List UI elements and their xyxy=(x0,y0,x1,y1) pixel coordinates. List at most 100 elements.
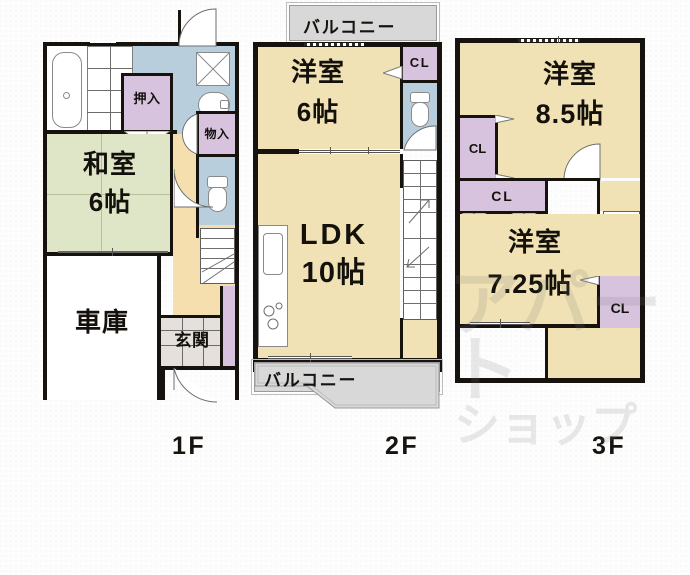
garage-label: 車庫 xyxy=(74,307,130,338)
kitchen-sink xyxy=(263,233,283,275)
stair2f-direction-arrows xyxy=(406,199,430,268)
wall-garage-right xyxy=(157,256,161,400)
wall-3f-left xyxy=(455,38,460,383)
washitsu-size: 6帖 xyxy=(88,187,132,218)
wall-1f-entry-left xyxy=(161,370,165,400)
sliding-rail-2f-tick-1 xyxy=(330,147,331,156)
wall-cl3fb-bottom xyxy=(455,211,548,214)
window-3f-north xyxy=(518,39,580,42)
bathtub-drain xyxy=(63,92,70,99)
wall-monoire-bottom xyxy=(196,154,235,157)
sliding-rail-washitsu xyxy=(58,251,168,253)
window-2f-north xyxy=(304,43,364,46)
room-genkan xyxy=(161,318,223,366)
stair-tread-3 xyxy=(200,258,235,259)
room-yoshitsu-725-main xyxy=(460,214,597,324)
room-yoshitsu-6 xyxy=(258,47,400,149)
sliding-rail-2f xyxy=(299,150,400,153)
yoshitsu725-size: 7.25帖 xyxy=(487,268,573,299)
wall-2f-right xyxy=(437,42,442,372)
floor-caption-1f: 1F xyxy=(172,432,207,460)
stair-tread-2 xyxy=(200,248,235,249)
sliding-rail-tick xyxy=(112,248,113,256)
stair-1f xyxy=(200,228,235,284)
oshiire-label: 押入 xyxy=(133,91,161,107)
stair-winder-lines xyxy=(201,253,235,285)
balcony-north-label: バルコニー xyxy=(303,18,397,37)
wall-3f-alcove-left xyxy=(545,324,548,380)
washitsu-label: 和室 xyxy=(82,149,138,180)
tatami-seam-v1 xyxy=(101,134,102,194)
wall-1f-left xyxy=(43,42,47,400)
wall-oshiire-top xyxy=(121,73,173,76)
vanity-faucet xyxy=(220,100,229,109)
wall-1f-top-entry-jamb xyxy=(178,10,181,44)
yoshitsu6-label: 洋室 xyxy=(290,57,346,88)
window-3f-south-tick xyxy=(500,319,501,328)
wall-cl3fa-top xyxy=(460,115,498,118)
door-swing-top-1f xyxy=(178,8,217,47)
genkan-tile-3 xyxy=(182,318,183,366)
washer-cross-icon xyxy=(196,52,230,86)
wall-cl2f-bottom xyxy=(400,80,442,83)
wall-genkan-top xyxy=(161,315,223,318)
wall-cl3fc-left xyxy=(597,276,600,344)
wall-cl2f-left xyxy=(400,47,403,80)
toilet-tank xyxy=(207,176,228,188)
window-3f-tick xyxy=(558,36,559,45)
wall-oshiire-left xyxy=(121,73,124,133)
genkan-tile-2 xyxy=(161,345,223,346)
wall-2f-left xyxy=(253,42,258,372)
stair-landing-2f xyxy=(403,320,437,358)
wall-oshiire-right xyxy=(170,73,173,133)
genkan-tile-4 xyxy=(203,318,204,366)
stair-tread-1 xyxy=(200,238,235,239)
floor-caption-2f: 2F xyxy=(385,432,420,460)
tatami-seam-h xyxy=(47,194,173,195)
wall-toilet-left xyxy=(196,157,199,227)
shoe-cabinet xyxy=(223,286,235,366)
balcony-door-tick xyxy=(310,353,311,362)
closet-monoire xyxy=(199,114,235,154)
wall-toilet2f-left xyxy=(400,83,403,149)
closet-3f-a-ptr-top xyxy=(495,115,515,123)
stair-tread-4 xyxy=(200,268,235,269)
wall-cl3fa-right xyxy=(495,115,498,181)
wall-genkan-bottom xyxy=(161,366,239,370)
genkan-label: 玄関 xyxy=(174,331,210,351)
wall-3f-right xyxy=(640,38,645,383)
bathtub xyxy=(52,52,82,128)
monoire-label: 物入 xyxy=(204,126,230,141)
closet-3f-b-label: CL xyxy=(491,187,514,204)
closet-2f-label: CL xyxy=(409,55,431,71)
wall-1f-right xyxy=(235,42,239,400)
closet-oshiire xyxy=(124,76,170,130)
wall-1f-top xyxy=(43,42,239,46)
balcony-south-label: バルコニー xyxy=(264,371,358,390)
genkan-tile-1 xyxy=(161,330,223,331)
closet-3f-b xyxy=(460,181,545,211)
bath-tile-line-4 xyxy=(110,46,111,134)
ldk-size: 10帖 xyxy=(301,256,367,289)
closet-3f-c-label: CL xyxy=(610,300,630,317)
closet-2f xyxy=(403,47,437,80)
balcony-south-shape xyxy=(254,362,440,409)
yoshitsu85-label: 洋室 xyxy=(542,59,598,90)
floor-caption-3f: 3F xyxy=(592,432,627,460)
wall-3f-mid-bottom xyxy=(455,324,600,328)
wall-cl3fb-right xyxy=(545,178,548,214)
wall-stair-jamb xyxy=(196,226,199,238)
tatami-seam-v2 xyxy=(101,195,102,254)
room-garage xyxy=(47,256,157,400)
closet-3f-a xyxy=(460,118,495,178)
ldk-label: LDK xyxy=(299,218,369,251)
door-swing-toilet-2f xyxy=(403,125,437,151)
wall-2f-mid xyxy=(253,149,299,154)
closet-3f-a-label: CL xyxy=(468,140,487,156)
wall-stair2f-jamb-top xyxy=(400,154,403,188)
yoshitsu725-label: 洋室 xyxy=(507,227,563,258)
hall-3f-top xyxy=(600,181,640,211)
yoshitsu6-size: 6帖 xyxy=(296,97,340,128)
door-swing-washitsu xyxy=(174,168,214,208)
